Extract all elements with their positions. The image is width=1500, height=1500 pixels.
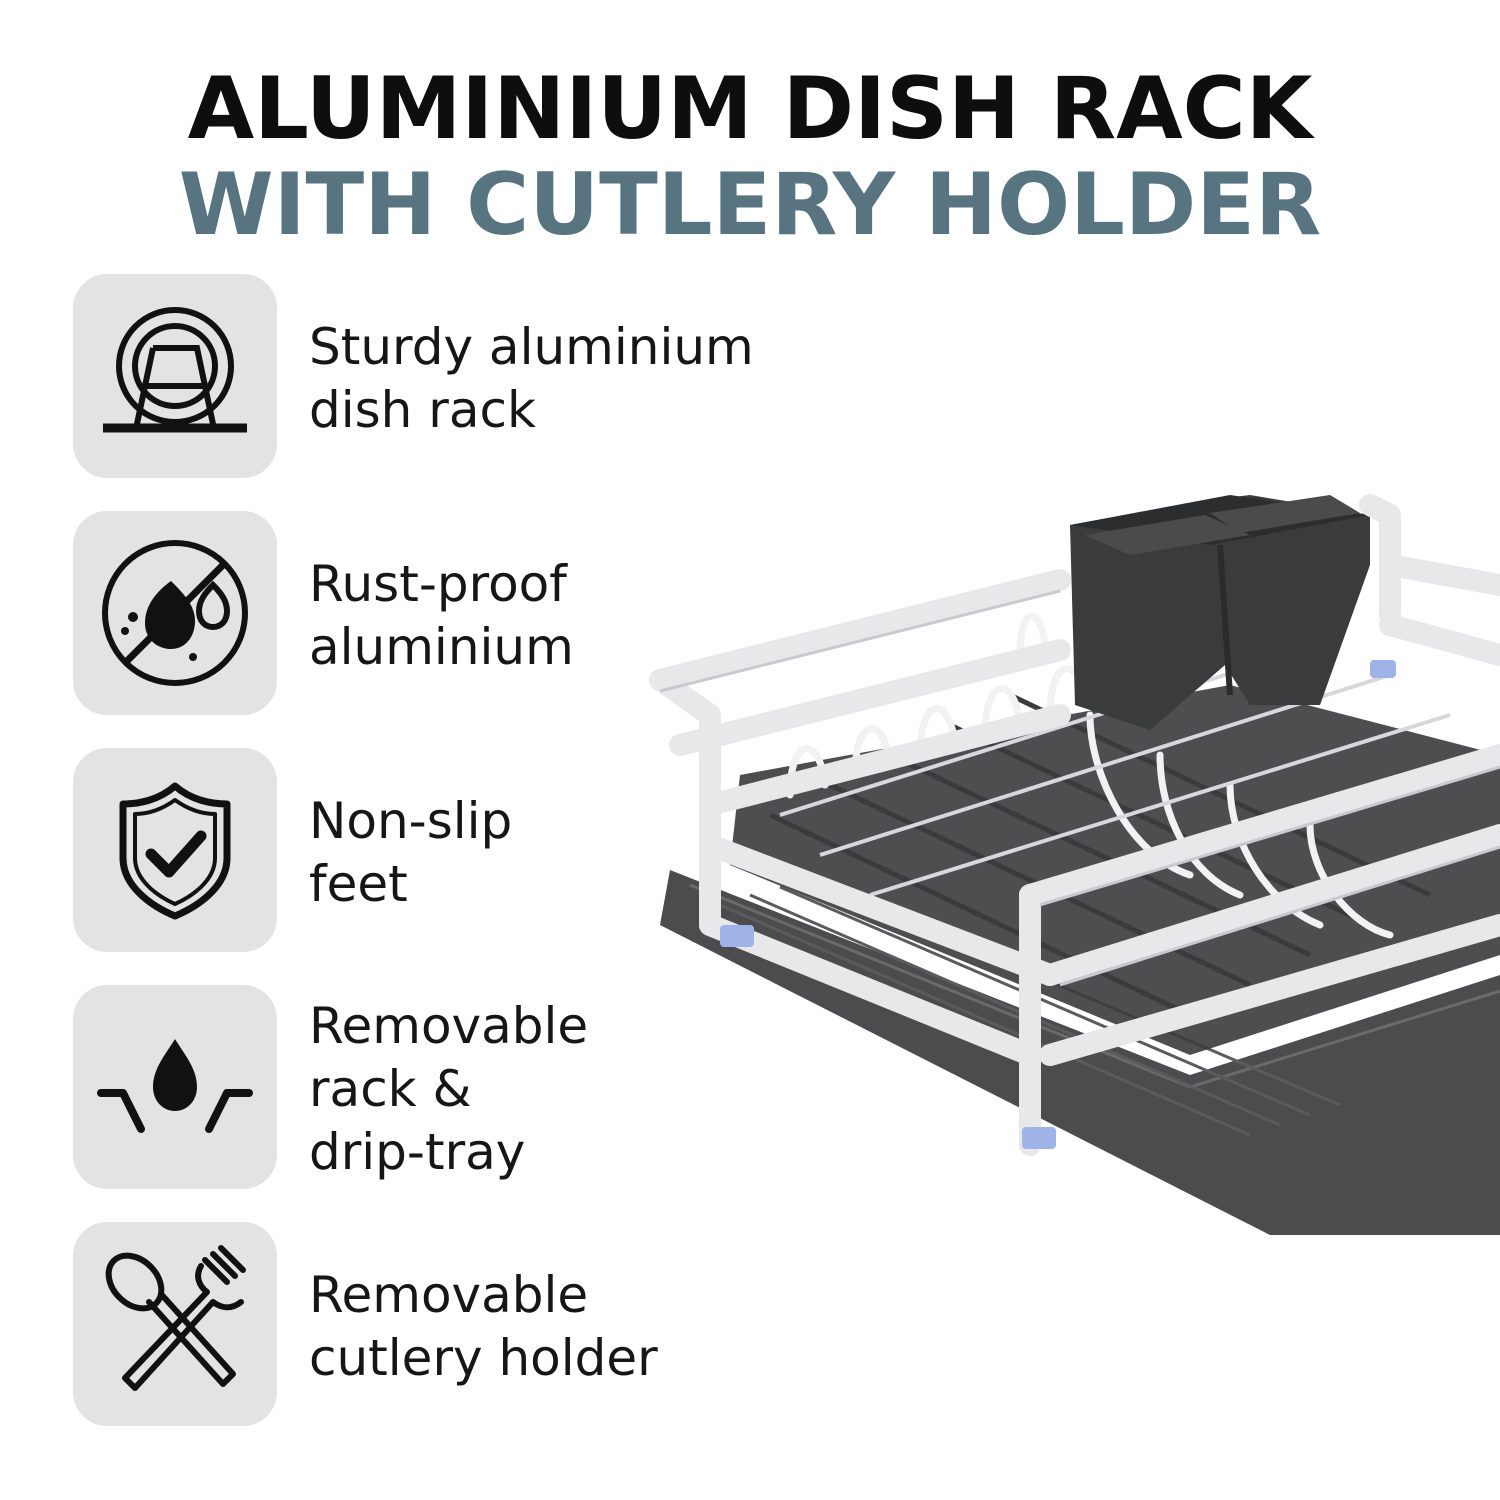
feature-icon-tile <box>73 985 277 1189</box>
shield-check-icon <box>119 782 231 920</box>
non-slip-foot <box>720 925 754 947</box>
non-slip-foot <box>1022 1127 1056 1149</box>
feature-text-rust-proof: Rust-proof aluminium <box>309 555 574 676</box>
no-rust-drops-icon <box>102 540 248 686</box>
plate-in-rack-icon <box>103 307 247 433</box>
spoon-fork-icon <box>105 1245 246 1391</box>
feature-icon-tile <box>73 748 277 952</box>
headline-line-1: ALUMINIUM DISH RACK <box>187 59 1313 159</box>
non-slip-foot <box>1370 660 1396 678</box>
feature-text-non-slip: Non-slip feet <box>309 792 513 913</box>
feature-icon-tile <box>73 511 277 715</box>
feature-icon-tile <box>73 1222 277 1426</box>
feature-icon-tile <box>73 274 277 478</box>
feature-text-removable-rack: Removable rack & drip-tray <box>309 997 589 1181</box>
cutlery-holder <box>1070 495 1370 730</box>
drip-tray-drop-icon <box>97 1039 253 1133</box>
headline-line-2: WITH CUTLERY HOLDER <box>178 155 1322 255</box>
feature-text-cutlery-holder: Removable cutlery holder <box>309 1266 658 1387</box>
feature-text-sturdy: Sturdy aluminium dish rack <box>309 318 754 439</box>
dish-rack-product-image <box>649 494 1500 1235</box>
